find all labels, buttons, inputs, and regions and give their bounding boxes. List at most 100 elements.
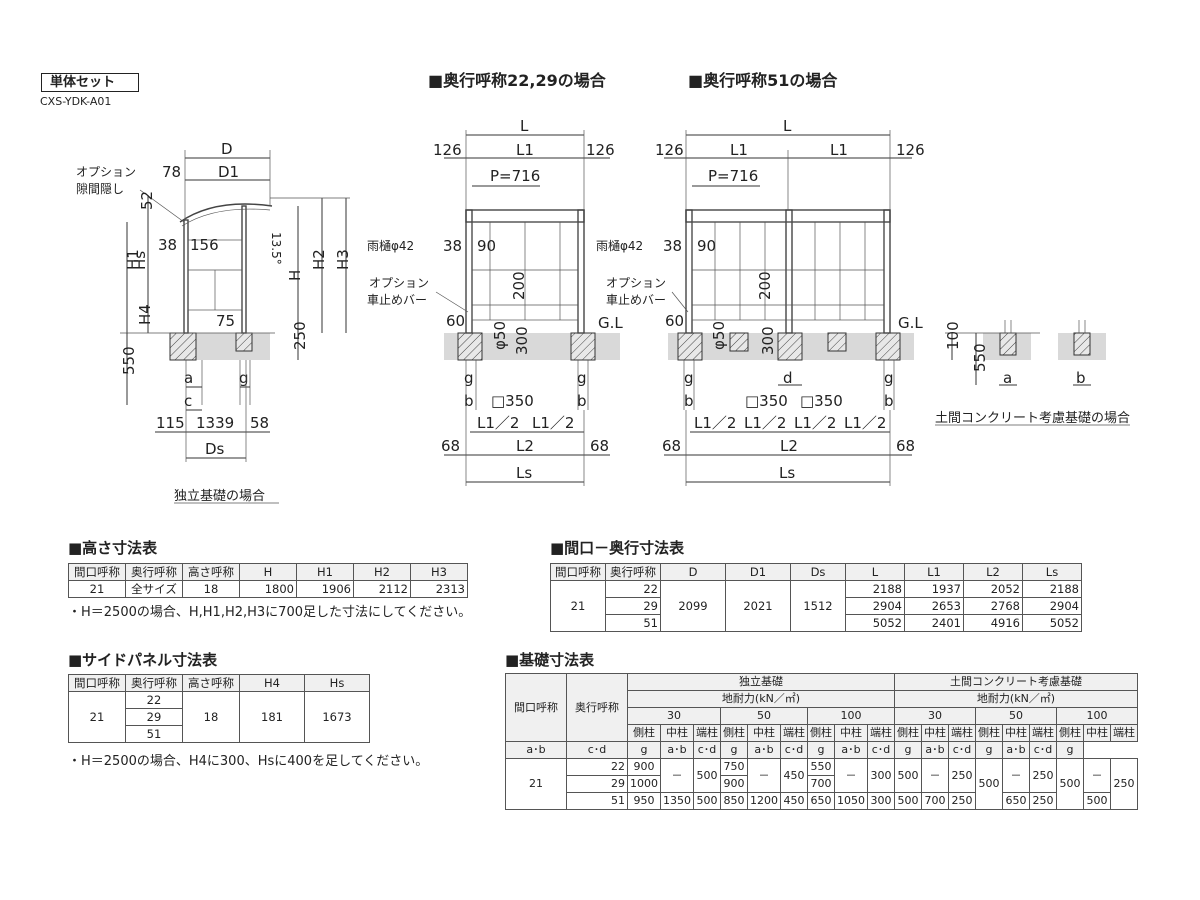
th: a･b: [747, 741, 781, 759]
dim-1339: 1339: [196, 414, 234, 432]
dim-g-side: g: [239, 369, 249, 387]
th: c･d: [780, 741, 808, 759]
cell: 2021: [725, 580, 791, 632]
th: g: [627, 741, 661, 759]
th: 独立基礎: [627, 673, 895, 691]
caption-independent: 独立基礎の場合: [174, 489, 265, 504]
th: 30: [627, 707, 721, 725]
th: c･d: [566, 741, 628, 759]
option-stopper-22-2: 車止めバー: [367, 293, 427, 307]
dim-Hs: Hs: [131, 251, 149, 270]
dim-250: 250: [291, 321, 309, 350]
cell: 5052: [1022, 614, 1082, 632]
cell: 18: [182, 580, 240, 598]
table-row: 21 22 18 181 1673: [68, 691, 370, 743]
cell: 2112: [353, 580, 411, 598]
th: L2: [963, 563, 1023, 581]
th: a･b: [505, 741, 567, 759]
cell: －: [1083, 758, 1111, 793]
th: 奥行呼称: [605, 563, 661, 581]
phi50-22: φ50: [491, 321, 509, 350]
th: 間口呼称: [550, 563, 606, 581]
side-table-title: ■サイドパネル寸法表: [68, 651, 218, 669]
dim-126-l-51: 126: [655, 141, 684, 159]
dim-L1-51-b: L1: [830, 141, 848, 159]
dim-60-22: 60: [446, 312, 465, 330]
dim-200-22: 200: [510, 271, 528, 300]
cell: 500: [894, 792, 922, 810]
table-row: 51 5052 2401 4916 5052: [551, 614, 1082, 632]
th: 100: [1056, 707, 1138, 725]
cell: 2904: [1022, 597, 1082, 615]
cell: 850: [720, 792, 748, 810]
dim-b-51-r: b: [884, 392, 894, 410]
table-row: 21 全サイズ 18 1800 1906 2112 2313: [68, 580, 468, 598]
dim-H2: H2: [310, 249, 328, 270]
cell: 21: [505, 758, 567, 810]
cell: 2188: [845, 580, 905, 598]
cell: 21: [550, 580, 606, 632]
cell: 2768: [963, 597, 1023, 615]
cell: 450: [780, 792, 808, 810]
th: 側柱: [1056, 724, 1084, 742]
th: 側柱: [627, 724, 661, 742]
dim-52: 52: [138, 191, 156, 210]
th: 端柱: [1029, 724, 1057, 742]
dim-L2-22: L2: [516, 437, 534, 455]
dim-half-51-a: L1／2: [694, 414, 736, 432]
cell: 1800: [239, 580, 297, 598]
cell: 2653: [904, 597, 964, 615]
dim-550-c: 550: [971, 343, 989, 372]
cell: 900: [627, 758, 661, 776]
dimension-drawing: ■奥行呼称22,29の場合 ■奥行呼称51の場合 D D1 78 オプション 隙…: [76, 71, 1130, 504]
view-title-51: ■奥行呼称51の場合: [688, 71, 838, 90]
cell: 700: [921, 792, 949, 810]
cell: －: [660, 758, 694, 793]
product-code: CXS-YDK-A01: [40, 95, 112, 108]
dim-half-51-b: L1／2: [744, 414, 786, 432]
th: g: [1056, 741, 1084, 759]
cell: 500: [1083, 792, 1111, 810]
cell: 2401: [904, 614, 964, 632]
sq350-51-a: □350: [745, 392, 788, 410]
cell: －: [747, 758, 781, 793]
foundation-table: 間口呼称 奥行呼称 独立基礎 土間コンクリート考慮基礎 地耐力(kN／㎡) 地耐…: [505, 673, 1138, 810]
dim-90-51: 90: [697, 237, 716, 255]
th: 30: [894, 707, 976, 725]
cell: 650: [807, 792, 835, 810]
th: g: [720, 741, 748, 759]
dim-g-51-r: g: [884, 369, 894, 387]
th: 50: [720, 707, 808, 725]
th: a･b: [921, 741, 949, 759]
dim-300-51: 300: [759, 326, 777, 355]
th: 中柱: [834, 724, 868, 742]
gl-22: G.L: [598, 314, 623, 332]
th: 100: [807, 707, 895, 725]
th: 高さ呼称: [182, 674, 240, 692]
dim-b-22-l: b: [464, 392, 474, 410]
cell: 4916: [963, 614, 1023, 632]
dim-Ds: Ds: [205, 440, 225, 458]
cell: 1200: [747, 792, 781, 810]
height-table: 間口呼称 奥行呼称 高さ呼称 H H1 H2 H3 21 全サイズ 18 180…: [68, 563, 468, 598]
th-height: 高さ呼称: [182, 563, 240, 581]
dim-a-c: a: [1003, 369, 1012, 387]
cell: 300: [867, 792, 895, 810]
cell: 1050: [834, 792, 868, 810]
cell: 21: [68, 580, 126, 598]
dim-half-51-c: L1／2: [794, 414, 836, 432]
cell: 21: [68, 691, 126, 743]
th: H4: [239, 674, 305, 692]
th: Ls: [1022, 563, 1082, 581]
th-H1: H1: [296, 563, 354, 581]
th: 中柱: [747, 724, 781, 742]
th: 側柱: [807, 724, 835, 742]
dim-b-51-l: b: [684, 392, 694, 410]
dim-L2-51: L2: [780, 437, 798, 455]
dim-115: 115: [156, 414, 185, 432]
set-label: 単体セット: [41, 73, 139, 92]
th: L1: [904, 563, 964, 581]
option-stopper-51-2: 車止めバー: [606, 293, 666, 307]
option-gap-label: オプション: [76, 165, 136, 179]
dim-Ls-51: Ls: [779, 464, 795, 482]
